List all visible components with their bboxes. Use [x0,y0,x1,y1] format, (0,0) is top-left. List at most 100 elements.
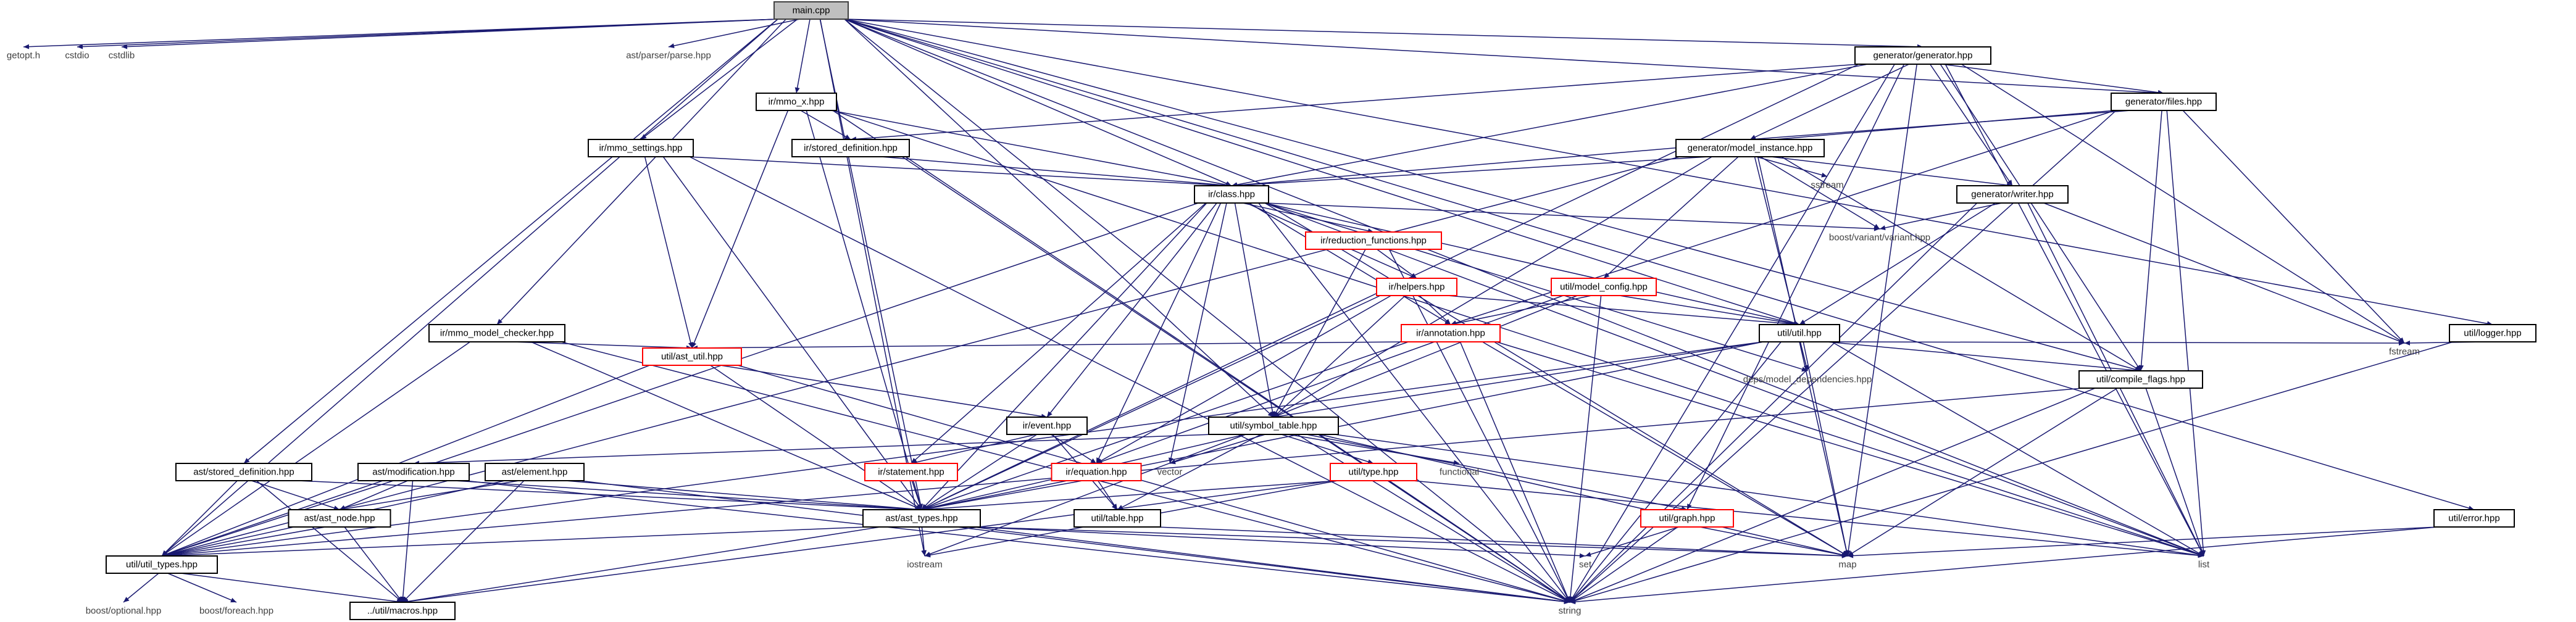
edge-gengen-to-genfiles [1942,64,2164,94]
arrowhead [1267,411,1273,417]
arrowhead [23,44,30,49]
edge-gengen-to-utilgraph [1686,64,1905,510]
edge-genmi-to-map [1757,156,1848,557]
node-label: util/type.hpp [1349,467,1399,478]
node-util-util-types-hpp[interactable]: util/util_types.hpp [106,555,218,574]
node-map: map [1838,560,1856,570]
arrowhead [1874,226,1880,231]
edge-main-to-list [844,19,2204,557]
arrowhead [922,550,927,556]
node-ir-reduction-functions-hpp[interactable]: ir/reduction_functions.hpp [1305,231,1442,250]
node-util-util-hpp[interactable]: util/util.hpp [1759,324,1840,342]
node-label: util/util.hpp [1777,328,1822,339]
arrowhead [1803,365,1809,371]
node-label: string [1559,606,1582,616]
node-ir-equation-hpp[interactable]: ir/equation.hpp [1051,463,1142,481]
edge-utiltype-to-string [1389,480,1570,603]
node-label: fstream [2389,347,2420,357]
node-box [1330,463,1417,481]
arrowhead [1112,504,1117,510]
node-label: cstdlib [109,51,135,61]
arrowhead [402,596,409,602]
arrowhead [1585,552,1591,557]
node-util-table-hpp[interactable]: util/table.hpp [1073,509,1161,528]
arrowhead [2398,340,2404,346]
edge-main-to-mmox [796,19,811,94]
node-label: functional [1440,467,1479,478]
edge-mmochecker-to-asttypes [530,341,922,510]
node-ast-ast-node-hpp[interactable]: ast/ast_node.hpp [288,509,391,528]
edge-utilerror-to-map [1847,526,2438,557]
node-box [485,463,585,481]
node-box [1305,231,1442,250]
node-box [288,509,391,528]
node-util-error-hpp[interactable]: util/error.hpp [2433,509,2515,528]
edge-genmi-to-modelconfig [1603,156,1739,279]
node-util-symbol-table-hpp[interactable]: util/symbol_table.hpp [1208,417,1339,435]
edge-helpers-to-symtable [1273,295,1406,418]
edge-mmox-to-irclass [831,110,1232,186]
edge-main-to-astparse [668,19,800,48]
node-util-logger-hpp[interactable]: util/logger.hpp [2449,324,2536,342]
arrowhead [1844,550,1849,556]
node-ir-mmo-x-hpp[interactable]: ir/mmo_x.hpp [756,93,837,111]
node-ir-event-hpp[interactable]: ir/event.hpp [1006,417,1088,435]
edge-genwriter-to-string [1569,202,1978,603]
edge-asttypes-to-utiltypes [161,526,867,557]
node-label: ir/mmo_settings.hpp [599,143,682,154]
node-ir-annotation-hpp[interactable]: ir/annotation.hpp [1401,324,1501,342]
edge-main-to-gengen [844,19,1924,48]
node-box [1675,139,1825,157]
node-ir-mmo-model-checker-hpp[interactable]: ir/mmo_model_checker.hpp [428,324,565,342]
edge-modelconfig-to-utilutil [1619,295,1800,325]
node-generator-writer-hpp[interactable]: generator/writer.hpp [1956,185,2069,204]
edge-utilutil-to-utiltypes [161,341,1764,557]
edge-astmod-to-utiltypes [161,480,394,557]
node-box [1208,417,1339,435]
node-box [1854,46,1991,65]
node-vector: vector [1157,467,1183,478]
edge-modelconfig-to-ireq [1096,295,1564,464]
node-ast-ast-types-hpp[interactable]: ast/ast_types.hpp [862,509,981,528]
node-ast-modification-hpp[interactable]: ast/modification.hpp [357,463,470,481]
node-box [773,1,849,20]
node-ir-statement-hpp[interactable]: ir/statement.hpp [864,463,958,481]
edge-gengen-to-map [1847,64,1917,557]
node-ast-element-hpp[interactable]: ast/element.hpp [485,463,585,481]
edge-main-to-logger [844,19,2493,325]
edge-gengen-to-storeddef_ir [850,64,1859,140]
node-generator-files-hpp[interactable]: generator/files.hpp [2111,93,2217,111]
node-sstream: sstream [1811,180,1843,191]
node-util-model-config-hpp[interactable]: util/model_config.hpp [1551,278,1657,296]
node-util-type-hpp[interactable]: util/type.hpp [1330,463,1417,481]
edge-utilutil-to-asttypes [921,341,1764,510]
edge-gengen-to-irclass [1231,64,1868,186]
node-box [1006,417,1088,435]
node-label: util/table.hpp [1091,513,1143,524]
edge-mmox-to-asttypes [806,110,922,510]
node-ir-class-hpp[interactable]: ir/class.hpp [1194,185,1269,204]
node-box [2078,370,2203,389]
node-getopt-h: getopt.h [7,51,40,61]
node-util-ast-util-hpp[interactable]: util/ast_util.hpp [642,347,742,366]
arrowhead [925,552,931,558]
node-main-cpp[interactable]: main.cpp [773,1,849,20]
node-label: ir/event.hpp [1023,421,1071,431]
edge-logger-to-string [1569,341,2454,603]
edge-ireq-to-utiltable [1098,480,1118,510]
node-util-macros-hpp[interactable]: ../util/macros.hpp [349,602,456,620]
node-ir-helpers-hpp[interactable]: ir/helpers.hpp [1376,278,1457,296]
node-list: list [2198,560,2210,570]
edge-irclass-to-boostvar [1264,202,1880,230]
node-ir-mmo-settings-hpp[interactable]: ir/mmo_settings.hpp [588,139,694,157]
node-ast-stored-definition-hpp[interactable]: ast/stored_definition.hpp [175,463,312,481]
node-generator-model-instance-hpp[interactable]: generator/model_instance.hpp [1675,139,1825,157]
edge-utilerror-to-string [1569,526,2438,603]
arrowhead [2007,180,2012,186]
node-generator-generator-hpp[interactable]: generator/generator.hpp [1854,46,1991,65]
node-label: util/error.hpp [2448,513,2499,524]
node-util-graph-hpp[interactable]: util/graph.hpp [1640,509,1734,528]
node-ir-stored-definition-hpp[interactable]: ir/stored_definition.hpp [791,139,910,157]
node-util-compile-flags-hpp[interactable]: util/compile_flags.hpp [2078,370,2203,389]
node-functional: functional [1440,467,1479,478]
